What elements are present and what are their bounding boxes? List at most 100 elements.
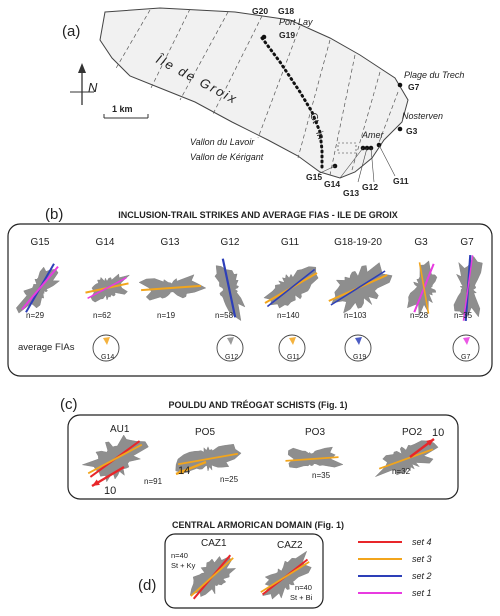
- rose-count-g3: n=28: [410, 311, 429, 320]
- rose-label-po3: PO3: [305, 427, 325, 438]
- locality-name-port-lay: Port Lay: [279, 17, 313, 27]
- rose-g3-set-line-1: [418, 262, 430, 314]
- legend: set 4 set 3 set 2 set 1: [358, 537, 432, 598]
- fia-circle-label-g11: G11: [287, 354, 300, 361]
- rose-mineral-note-caz2: St + Bi: [290, 593, 313, 602]
- rose-label-caz2: CAZ2: [277, 540, 303, 551]
- fia-circle-label-g19: G19: [353, 354, 366, 361]
- rose-label-g12: G12: [221, 237, 240, 248]
- fia-circle-g7: G7: [452, 334, 480, 362]
- locality-name-nosterven: Nosterven: [402, 111, 443, 121]
- rose-g18-19-20: [331, 262, 393, 314]
- rose-label-g13: G13: [161, 237, 180, 248]
- fia-circle-g11: G11: [278, 334, 306, 362]
- north-arrow: [70, 63, 94, 105]
- rose-label-g11: G11: [281, 237, 300, 248]
- rotation-arrow-po2: [409, 438, 435, 458]
- rose-count-g7: n=35: [454, 311, 473, 320]
- panel-d-label: (d): [138, 577, 156, 594]
- fia-circle-g19: G19: [344, 334, 372, 362]
- locality-code-g20: G20: [252, 6, 268, 16]
- rose-label-po5: PO5: [195, 427, 215, 438]
- locality-code-g3: G3: [406, 126, 418, 136]
- locality-code-g18: G18: [278, 6, 294, 16]
- rose-count-po3: n=35: [312, 471, 331, 480]
- locality-leaders: [317, 144, 396, 183]
- locality-code-g15: G15: [306, 172, 322, 182]
- fault-trace: [260, 36, 324, 172]
- panel-b-frame: [7, 223, 493, 377]
- fia-circle-g12: G12: [216, 334, 244, 362]
- rose-label-g15: G15: [31, 237, 50, 248]
- rose-au1-set-line-1: [87, 443, 143, 475]
- rose-g11-set-line-1: [266, 268, 316, 308]
- locality-name-vallon-du-lavoir: Vallon du Lavoir: [190, 137, 255, 147]
- fia-label: average FIAs: [18, 342, 75, 353]
- fia-circle-label-g14: G14: [101, 354, 114, 361]
- locality-code-g11: G11: [393, 176, 409, 186]
- rose-count-g14: n=62: [93, 311, 112, 320]
- rose-label-po2: PO2: [402, 427, 422, 438]
- island-outline: [99, 7, 409, 179]
- rose-label-g7: G7: [460, 237, 474, 248]
- rose-label-g14: G14: [96, 237, 115, 248]
- panel-a-label: (a): [62, 23, 80, 40]
- rotation-arrow-au1: [91, 465, 125, 488]
- fia-circle-g14: G14: [92, 334, 120, 362]
- legend-label-set-3: set 3: [412, 554, 432, 564]
- rotation-angle-po5: 14: [178, 465, 190, 477]
- rose-po5-set-line-0: [177, 452, 239, 466]
- panel-b-fia-circles: G14 G12 G11 G19 G7: [92, 334, 480, 362]
- panel-c-label: (c): [60, 396, 78, 413]
- panel-c-frame: [67, 414, 459, 500]
- panel-d-title: CENTRAL ARMORICAN DOMAIN (Fig. 1): [172, 520, 344, 530]
- scale-label: 1 km: [112, 104, 133, 114]
- rose-g13-set-line-0: [141, 284, 201, 292]
- rose-count-po5: n=25: [220, 475, 239, 484]
- panel-b-label: (b): [45, 206, 63, 223]
- north-label: N: [88, 80, 98, 95]
- rotation-angle-po2: 10: [432, 427, 444, 439]
- rose-count-g11: n=140: [277, 311, 300, 320]
- rose-count-caz1: n=40: [171, 551, 188, 560]
- rose-count-au1: n=91: [144, 477, 163, 486]
- panel-c-title: POULDU AND TRÉOGAT SCHISTS (Fig. 1): [169, 400, 348, 410]
- map-strike-lines: [114, 8, 399, 176]
- rose-po2-set-line-0: [378, 448, 434, 470]
- panel-b-rose-diagrams: G15 n=29 G14 n=62 G13 n=19 G12 n=58 G11 n=140 G18-…: [16, 237, 483, 322]
- panel-d-frame: [164, 533, 324, 609]
- rose-count-caz2: n=40: [295, 583, 312, 592]
- rose-label-g18-19-20: G18-19-20: [334, 237, 382, 248]
- rose-g18-19-20-set-line-1: [330, 270, 386, 306]
- locality-name-vallon-de-kerigant: Vallon de Kérigant: [190, 152, 264, 162]
- rose-count-g13: n=19: [157, 311, 176, 320]
- rose-count-g12: n=58: [215, 311, 234, 320]
- rose-po3-set-line-0: [285, 456, 339, 462]
- amer-box: [337, 142, 357, 154]
- rose-count-po2: n=32: [392, 467, 411, 476]
- locality-name-amer: Amer: [361, 130, 385, 140]
- rotation-arrow-po5: [175, 460, 207, 476]
- locality-name-plage-du-trech: Plage du Trech: [404, 70, 464, 80]
- locality-code-g7: G7: [408, 82, 420, 92]
- panel-b-title: INCLUSION-TRAIL STRIKES AND AVERAGE FIAS…: [118, 210, 398, 220]
- legend-label-set-4: set 4: [412, 537, 432, 547]
- rose-g14-set-line-1: [87, 277, 127, 299]
- rose-g15-set-line-1: [21, 265, 59, 311]
- legend-label-set-2: set 2: [412, 571, 432, 581]
- fia-circle-label-g12: G12: [225, 354, 238, 361]
- rose-g12-set-line-0: [221, 258, 237, 318]
- rose-label-au1: AU1: [110, 424, 130, 435]
- rose-mineral-note-caz1: St + Ky: [171, 561, 196, 570]
- rose-count-g15: n=29: [26, 311, 45, 320]
- rose-label-caz1: CAZ1: [201, 538, 227, 549]
- locality-code-g13: G13: [343, 188, 359, 198]
- locality-code-g14: G14: [324, 179, 340, 189]
- rose-label-g3: G3: [414, 237, 428, 248]
- rose-caz1-set-line-1: [190, 557, 234, 597]
- rose-po3: [287, 446, 344, 469]
- legend-label-set-1: set 1: [412, 588, 432, 598]
